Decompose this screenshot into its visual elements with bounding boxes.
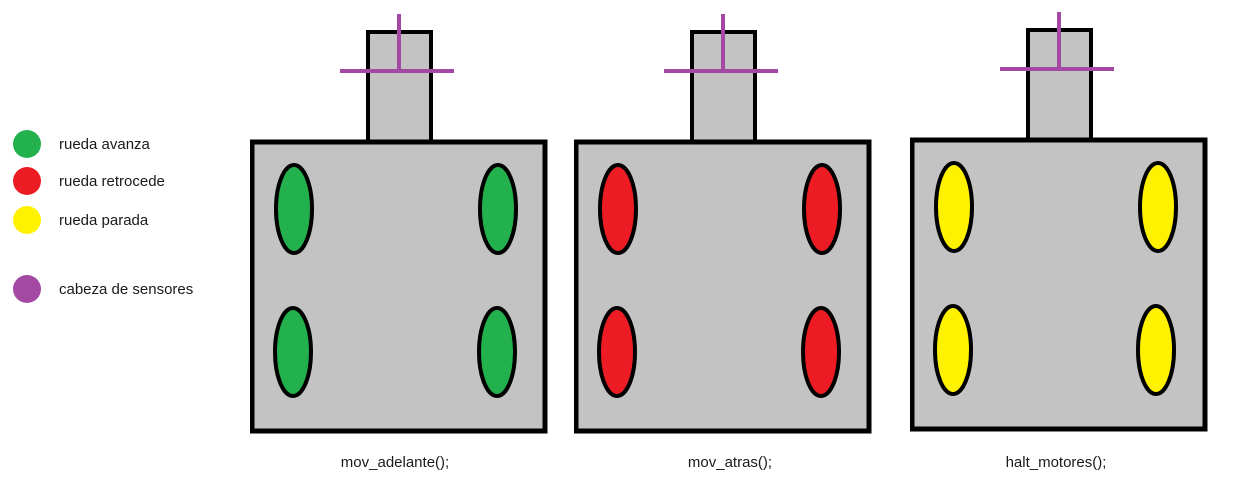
yellow-dot-icon xyxy=(13,206,41,234)
robot-stopped-drawing xyxy=(910,12,1208,432)
wheel-rear-right xyxy=(477,306,517,398)
wheel-front-right xyxy=(1138,161,1178,253)
robot-forward-drawing xyxy=(250,14,548,434)
purple-dot-icon xyxy=(13,275,41,303)
legend-label: rueda avanza xyxy=(59,135,150,153)
robot-forward xyxy=(250,0,550,436)
wheel-rear-left xyxy=(597,306,637,398)
legend-label: rueda retrocede xyxy=(59,172,165,190)
wheel-rear-left xyxy=(933,304,973,396)
red-dot-icon xyxy=(13,167,41,195)
wheel-rear-right xyxy=(1136,304,1176,396)
wheel-rear-right xyxy=(801,306,841,398)
robot-backward xyxy=(574,0,874,436)
wheel-front-right xyxy=(802,163,842,255)
green-dot-icon xyxy=(13,130,41,158)
wheel-front-left xyxy=(274,163,314,255)
robot-backward-drawing xyxy=(574,14,872,434)
legend: rueda avanza rueda retrocede rueda parad… xyxy=(0,0,240,499)
legend-item-backward: rueda retrocede xyxy=(13,166,165,196)
wheel-front-right xyxy=(478,163,518,255)
wheel-rear-left xyxy=(273,306,313,398)
robot-stopped xyxy=(910,0,1210,436)
legend-item-stopped: rueda parada xyxy=(13,205,148,235)
legend-item-sensor-head: cabeza de sensores xyxy=(13,274,193,304)
caption-halt-motores: halt_motores(); xyxy=(1005,454,1107,471)
legend-label: cabeza de sensores xyxy=(59,280,194,298)
legend-label: rueda parada xyxy=(59,211,149,229)
wheel-front-left xyxy=(934,161,974,253)
caption-mov-atras: mov_atras(); xyxy=(687,454,773,471)
wheel-front-left xyxy=(598,163,638,255)
sensor-mount xyxy=(1026,28,1093,142)
legend-item-forward: rueda avanza xyxy=(13,129,150,159)
caption-mov-adelante: mov_adelante(); xyxy=(340,454,450,471)
